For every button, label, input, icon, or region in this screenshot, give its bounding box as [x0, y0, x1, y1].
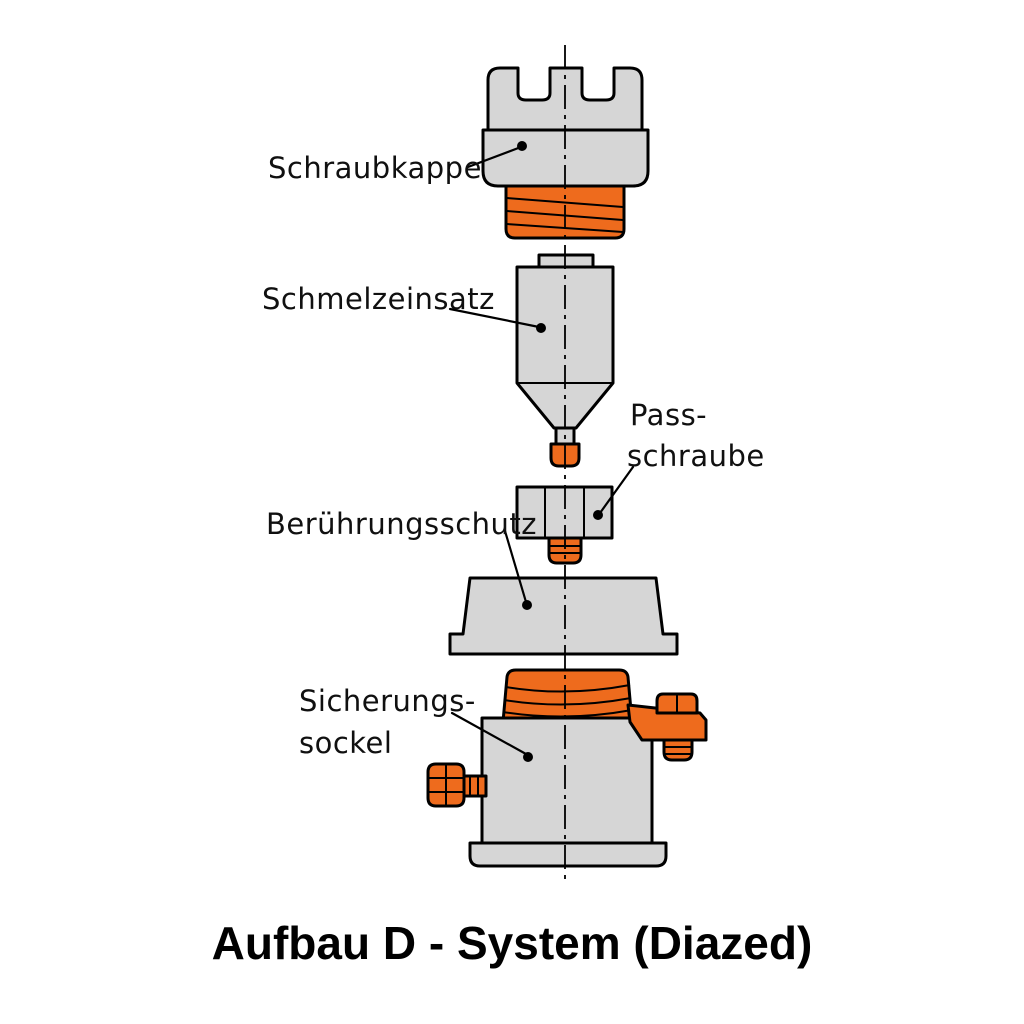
leader-dot-passschraube [593, 510, 603, 520]
touch-guard-part [448, 576, 679, 656]
fuse-base-thread [501, 668, 634, 724]
left-terminal-screw-slot [428, 764, 464, 806]
leader-dot-beruehrungsschutz [522, 600, 532, 610]
label-passschraube-line1: Pass- [630, 398, 708, 432]
fuse-link-top-cap [537, 253, 595, 269]
gauge-screw-block-lines [544, 487, 585, 538]
label-sicherungssockel-line1: Sicherungs- [299, 684, 476, 718]
right-terminal-thread-stub [662, 738, 694, 762]
leader-dot-schraubkappe [517, 141, 527, 151]
label-schraubkappe: Schraubkappe [268, 151, 482, 185]
leader-lines [448, 141, 635, 762]
gauge-screw-part [515, 485, 614, 565]
leader-beruehrungsschutz [503, 529, 528, 604]
gauge-screw-block [515, 485, 614, 540]
left-terminal-shank-lines [469, 776, 479, 796]
leader-schraubkappe [466, 145, 523, 169]
label-sicherungssockel-line2: sockel [299, 726, 393, 760]
leader-sicherungssockel [450, 711, 528, 756]
gauge-screw-thread [547, 536, 583, 565]
label-beruehrungsschutz: Berührungsschutz [266, 507, 538, 541]
leader-dot-schmelzeinsatz [536, 323, 546, 333]
leader-passschraube [598, 465, 635, 515]
label-schmelzeinsatz: Schmelzeinsatz [262, 282, 495, 316]
fuse-base-body [480, 716, 654, 845]
diagram-title: Aufbau D - System (Diazed) [211, 917, 813, 969]
fuse-base-part [426, 668, 708, 868]
left-terminal-shank [460, 774, 488, 798]
fuse-base-foot [468, 841, 668, 868]
touch-guard-body [448, 576, 679, 656]
leader-schmelzeinsatz [448, 307, 541, 329]
leader-dot-sicherungssockel [523, 752, 533, 762]
label-passschraube-line2: schraube [627, 439, 765, 473]
right-terminal-thread-lines [664, 746, 692, 755]
